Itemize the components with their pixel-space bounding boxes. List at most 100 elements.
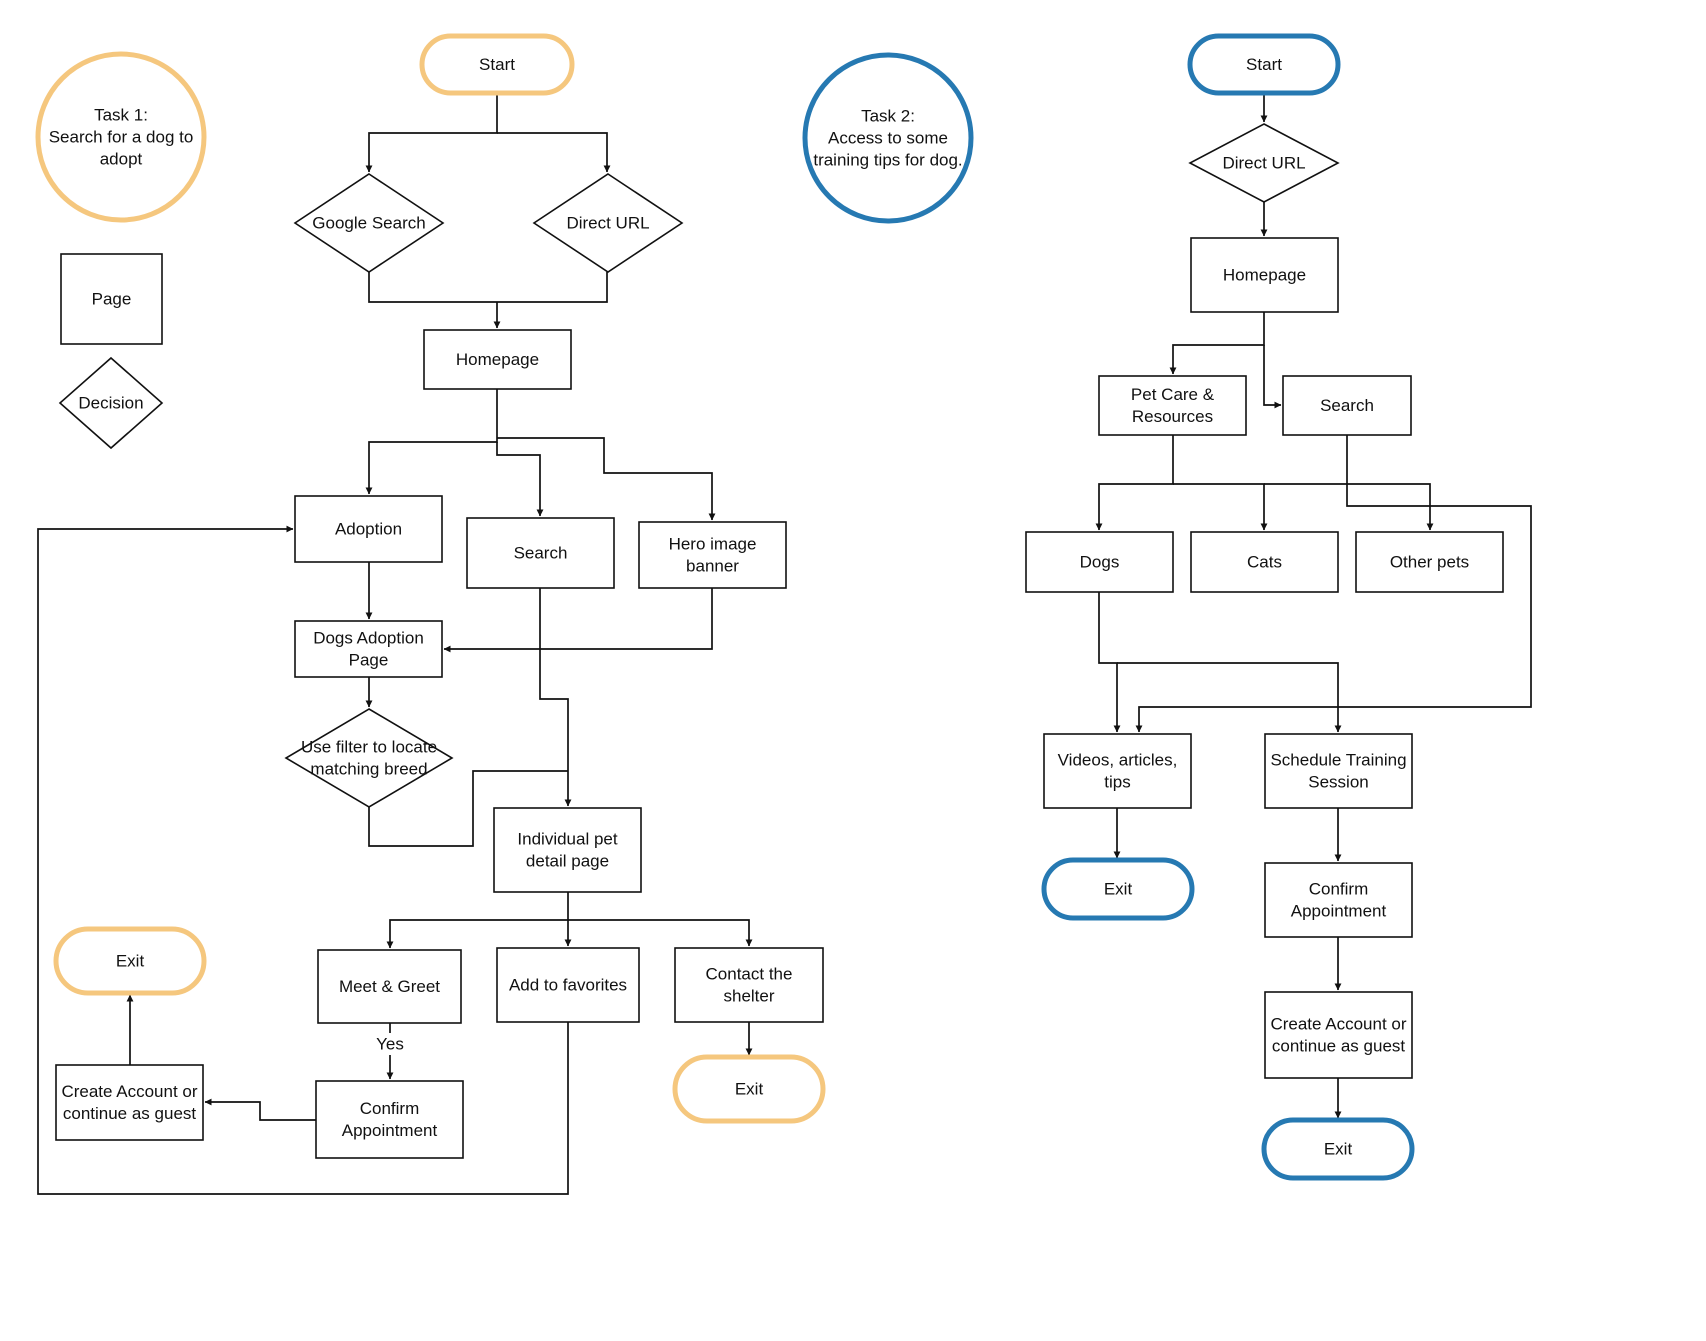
t1-meet-greet-label: Meet & Greet <box>339 977 440 996</box>
legend-task2-circle-shape <box>802 52 974 224</box>
t1-edge-filter-detail <box>368 770 568 847</box>
t2-exit-videos: Exit <box>1041 857 1195 921</box>
t2-confirm-appointment-shape <box>1264 862 1413 938</box>
t1-add-favorites: Add to favorites <box>496 947 640 1023</box>
t1-direct-url-label: Direct URL <box>566 214 649 233</box>
t1-search-shape <box>466 517 615 589</box>
t2-exit-videos-shape <box>1041 857 1195 921</box>
t1-homepage-label: Homepage <box>456 350 539 369</box>
t1-start-shape <box>419 33 575 96</box>
t2-start-shape <box>1187 33 1341 96</box>
t2-edge-petcare-other <box>1264 483 1434 531</box>
t2-edge-dogs-schedule <box>1117 662 1342 733</box>
legend-page-shape-shape <box>60 253 163 345</box>
t1-dogs-adoption-page-shape <box>294 620 443 678</box>
t1-use-filter-shape <box>284 708 454 808</box>
t2-exit-final-label: Exit <box>1324 1140 1353 1159</box>
t1-confirm-appointment-label: Confirm <box>360 1099 420 1118</box>
t1-use-filter-label: matching breed <box>310 760 427 779</box>
legend-task2-circle-label: Task 2: <box>861 107 915 126</box>
t2-schedule-training-label: Schedule Training <box>1270 751 1406 770</box>
t1-google-search: Google Search <box>293 173 445 273</box>
t2-pet-care-label: Resources <box>1132 407 1213 426</box>
legend-task1-circle-label: Task 1: <box>94 106 148 125</box>
t1-edge-start-branch <box>365 93 498 173</box>
t1-use-filter-label: Use filter to locate <box>301 738 437 757</box>
t2-homepage-shape <box>1190 237 1339 313</box>
t2-other-pets: Other pets <box>1355 531 1504 593</box>
legend-page-shape: Page <box>60 253 163 345</box>
t2-videos-label: Videos, articles, <box>1058 751 1178 770</box>
t2-videos-shape <box>1043 733 1192 809</box>
t2-exit-videos-label: Exit <box>1104 880 1133 899</box>
t1-edge-home-search <box>496 442 544 517</box>
t1-homepage: Homepage <box>423 329 572 390</box>
t1-create-account-shape <box>55 1064 204 1141</box>
t2-exit-final-shape <box>1261 1117 1415 1181</box>
t1-contact-shelter-label: shelter <box>723 987 774 1006</box>
legend-decision-shape: Decision <box>58 356 164 450</box>
t1-add-favorites-label: Add to favorites <box>509 976 627 995</box>
t1-add-favorites-shape <box>496 947 640 1023</box>
t1-hero-banner-label: Hero image <box>669 535 757 554</box>
t2-cats-label: Cats <box>1247 553 1282 572</box>
t1-homepage-shape <box>423 329 572 390</box>
t2-edge-home-petcare <box>1169 312 1265 375</box>
t1-search: Search <box>466 517 615 589</box>
t1-exit-account: Exit <box>53 926 207 996</box>
t2-other-pets-shape <box>1355 531 1504 593</box>
connectors <box>37 93 1532 1195</box>
t1-edge-detail-contact <box>568 919 753 947</box>
legend-decision-shape-label: Decision <box>78 394 143 413</box>
t1-edge-home-hero <box>497 437 716 521</box>
t1-start: Start <box>419 33 575 96</box>
t2-edge-home-search <box>1263 345 1282 409</box>
t2-dogs-shape <box>1025 531 1174 593</box>
t2-schedule-training-label: Session <box>1308 773 1368 792</box>
t1-dogs-adoption-page-label: Dogs Adoption <box>313 629 424 648</box>
edge-labels: Yes <box>376 1035 404 1054</box>
t2-dogs: Dogs <box>1025 531 1174 593</box>
t1-adoption-label: Adoption <box>335 520 402 539</box>
t1-direct-url-shape <box>532 173 684 273</box>
t2-edge-dogs-videos <box>1098 592 1121 733</box>
legend-task2-circle-label: Access to some <box>828 129 948 148</box>
t2-videos-label: tips <box>1104 773 1130 792</box>
t2-confirm-appointment-label: Appointment <box>1291 902 1387 921</box>
t2-start-label: Start <box>1246 55 1282 74</box>
legend-task1-circle-shape <box>35 51 207 223</box>
t2-videos: Videos, articles, tips <box>1043 733 1192 809</box>
t2-exit-final: Exit <box>1261 1117 1415 1181</box>
t1-edge-fav-loop <box>37 525 569 1195</box>
t1-edge-hero-dogs <box>443 588 713 653</box>
t1-exit-contact-shape <box>672 1054 826 1124</box>
t1-edge-start-direct <box>497 132 611 173</box>
t2-search: Search <box>1282 375 1412 436</box>
t1-adoption: Adoption <box>294 495 443 563</box>
t2-edge-petcare-dogs <box>1095 435 1174 531</box>
t1-confirm-appointment-shape <box>315 1080 464 1159</box>
t2-homepage: Homepage <box>1190 237 1339 313</box>
t2-direct-url-label: Direct URL <box>1222 154 1305 173</box>
t2-schedule-training-shape <box>1264 733 1413 809</box>
t1-pet-detail-label: detail page <box>526 852 609 871</box>
t1-contact-shelter-shape <box>674 947 824 1023</box>
t2-direct-url-shape <box>1188 123 1340 203</box>
t1-exit-contact-label: Exit <box>735 1080 764 1099</box>
t2-cats: Cats <box>1190 531 1339 593</box>
t2-edge-search-videos <box>1135 435 1532 733</box>
t1-edge-google-merge <box>368 272 608 303</box>
t1-edge-confirm-account <box>204 1098 316 1121</box>
t2-search-label: Search <box>1320 396 1374 415</box>
legend-task2-circle-label: training tips for dog. <box>813 151 962 170</box>
t1-edge-search-detail <box>539 588 572 807</box>
t1-exit-account-shape <box>53 926 207 996</box>
